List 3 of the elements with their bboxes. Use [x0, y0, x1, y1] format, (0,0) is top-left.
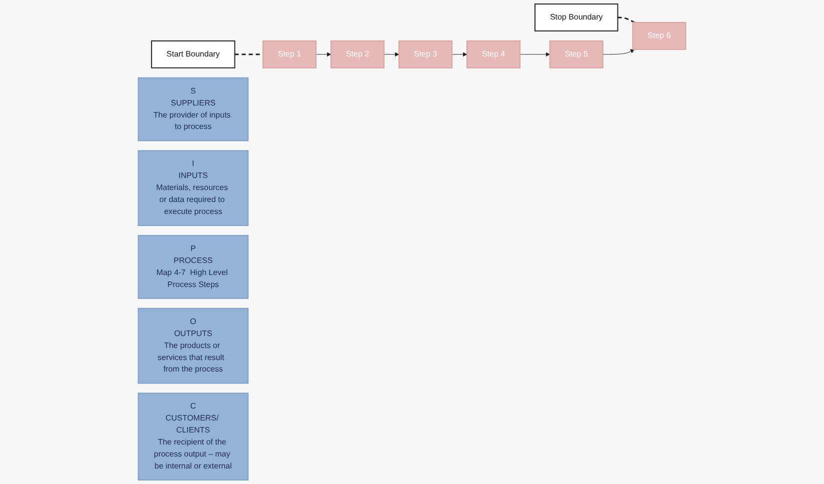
connector — [234, 54, 263, 56]
connector — [618, 16, 635, 24]
arrow — [452, 52, 468, 57]
